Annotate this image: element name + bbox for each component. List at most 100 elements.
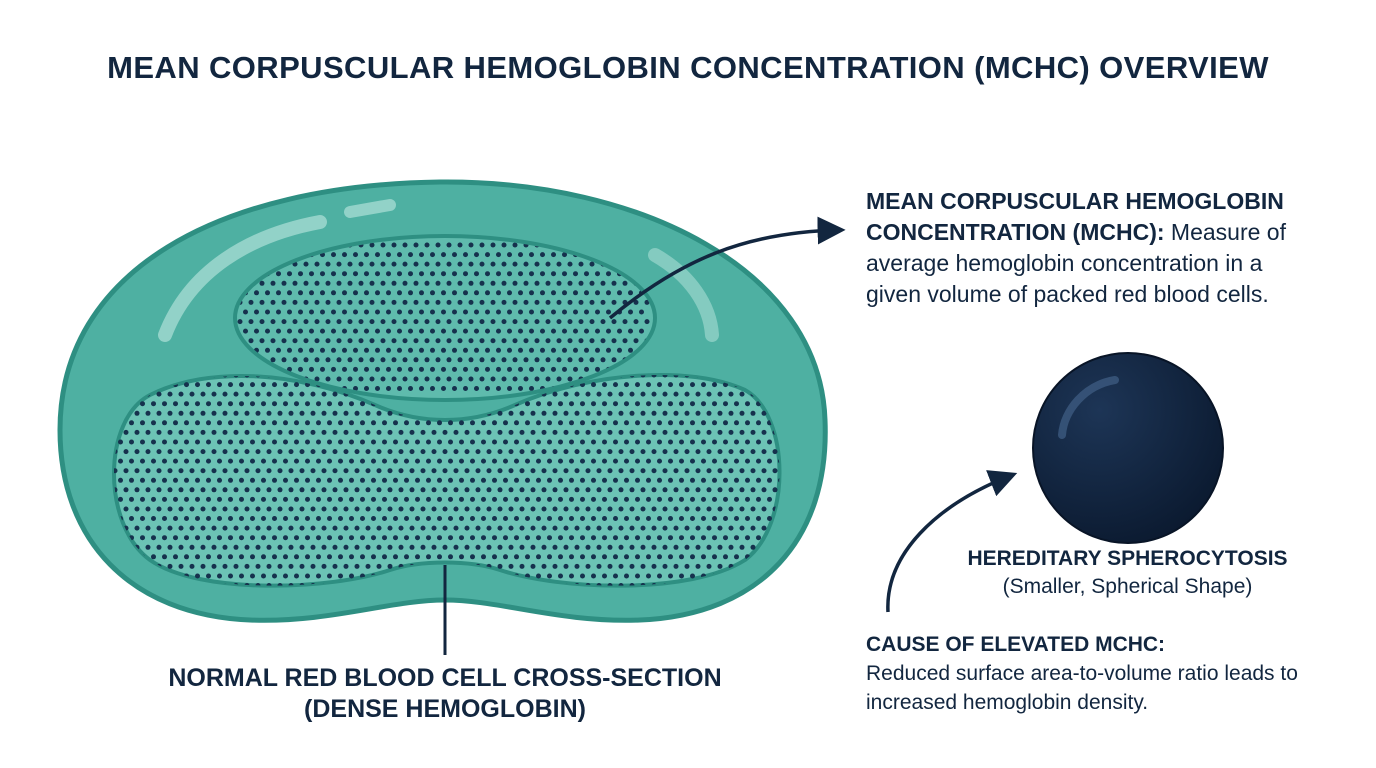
hemoglobin-dot (574, 563, 580, 569)
hemoglobin-dot (195, 496, 200, 502)
hemoglobin-dot (167, 544, 173, 550)
hemoglobin-dot (156, 468, 162, 474)
hemoglobin-dot (299, 449, 305, 455)
hemoglobin-dot (305, 401, 310, 407)
hemoglobin-dot (728, 506, 734, 512)
hemoglobin-dot (266, 429, 272, 435)
hemoglobin-dot (167, 525, 173, 531)
hemoglobin-dot (272, 535, 277, 541)
hemoglobin-dot (281, 280, 287, 286)
hemoglobin-dot (463, 328, 468, 334)
hemoglobin-dot (343, 487, 349, 493)
hemoglobin-dot (283, 439, 288, 445)
hemoglobin-dot (684, 563, 690, 569)
hemoglobin-dot (728, 410, 734, 416)
hemoglobin-dot (420, 487, 426, 493)
hemoglobin-dot (151, 477, 156, 483)
hemoglobin-dot (734, 458, 739, 464)
hemoglobin-dot (189, 563, 195, 569)
hemoglobin-dot (646, 420, 651, 426)
hemoglobin-dot (364, 290, 369, 296)
hemoglobin-dot (398, 468, 404, 474)
hemoglobin-dot (551, 290, 556, 296)
hemoglobin-dot (298, 309, 303, 315)
hemoglobin-dot (580, 496, 585, 502)
hemoglobin-dot (145, 468, 151, 474)
hemoglobin-dot (343, 449, 349, 455)
hemoglobin-dot (250, 535, 255, 541)
hemoglobin-dot (541, 449, 547, 455)
hemoglobin-dot (336, 357, 342, 363)
hemoglobin-dot (435, 299, 441, 305)
hemoglobin-dot (277, 468, 283, 474)
hemoglobin-dot (646, 554, 651, 560)
hemoglobin-dot (343, 468, 349, 474)
hemoglobin-dot (578, 357, 584, 363)
hemoglobin-dot (206, 477, 211, 483)
hemoglobin-dot (255, 410, 261, 416)
hemoglobin-dot (360, 477, 365, 483)
hemoglobin-dot (457, 376, 463, 382)
definition-term: MEAN CORPUSCULAR HEMOGLOBIN CONCENTRATIO… (866, 188, 1284, 245)
hemoglobin-dot (430, 271, 435, 277)
hemoglobin-dot (690, 401, 695, 407)
hemoglobin-dot (398, 429, 404, 435)
hemoglobin-dot (206, 420, 211, 426)
hemoglobin-dot (371, 554, 376, 560)
hemoglobin-dot (756, 477, 761, 483)
hemoglobin-dot (437, 420, 442, 426)
hemoglobin-dot (772, 487, 778, 493)
hemoglobin-dot (640, 410, 646, 416)
hemoglobin-dot (523, 280, 529, 286)
hemoglobin-dot (580, 516, 585, 521)
hemoglobin-dot (508, 563, 514, 569)
hemoglobin-dot (518, 271, 523, 277)
hemoglobin-dot (375, 366, 380, 372)
hemoglobin-dot (419, 252, 424, 258)
hemoglobin-dot (217, 439, 222, 445)
hemoglobin-dot (316, 516, 321, 521)
hemoglobin-dot (496, 347, 501, 353)
hemoglobin-dot (320, 271, 325, 277)
hemoglobin-dot (441, 328, 446, 334)
hemoglobin-dot (365, 449, 371, 455)
hemoglobin-dot (184, 535, 189, 541)
hemoglobin-dot (402, 261, 408, 267)
hemoglobin-dot (518, 386, 523, 391)
hemoglobin-dot (292, 299, 298, 305)
hemoglobin-dot (118, 439, 123, 445)
hemoglobin-dot (618, 429, 624, 435)
hemoglobin-dot (364, 328, 369, 334)
hemoglobin-dot (375, 290, 380, 296)
hemoglobin-dot (314, 261, 320, 267)
hemoglobin-dot (408, 290, 413, 296)
hemoglobin-dot (496, 328, 501, 334)
hemoglobin-dot (690, 516, 695, 521)
hemoglobin-dot (552, 410, 558, 416)
hemoglobin-dot (277, 506, 283, 512)
hemoglobin-dot (261, 573, 266, 579)
hemoglobin-dot (750, 468, 756, 474)
hemoglobin-dot (309, 328, 314, 334)
hemoglobin-dot (501, 280, 507, 286)
hemoglobin-dot (310, 544, 316, 550)
hemoglobin-dot (409, 487, 415, 493)
hemoglobin-dot (281, 357, 287, 363)
hemoglobin-dot (618, 468, 624, 474)
hemoglobin-dot (567, 280, 573, 286)
hemoglobin-dot (679, 516, 684, 521)
hemoglobin-dot (534, 261, 540, 267)
hemoglobin-dot (589, 338, 595, 344)
hemoglobin-dot (684, 449, 690, 455)
hemoglobin-dot (254, 290, 259, 296)
hemoglobin-dot (211, 449, 217, 455)
hemoglobin-dot (673, 410, 679, 416)
hemoglobin-dot (358, 319, 364, 325)
hemoglobin-dot (584, 366, 589, 372)
hemoglobin-dot (211, 487, 217, 493)
hemoglobin-dot (629, 525, 635, 531)
hemoglobin-dot (512, 242, 518, 248)
hemoglobin-dot (228, 401, 233, 407)
hemoglobin-dot (303, 319, 309, 325)
hemoglobin-dot (404, 477, 409, 483)
